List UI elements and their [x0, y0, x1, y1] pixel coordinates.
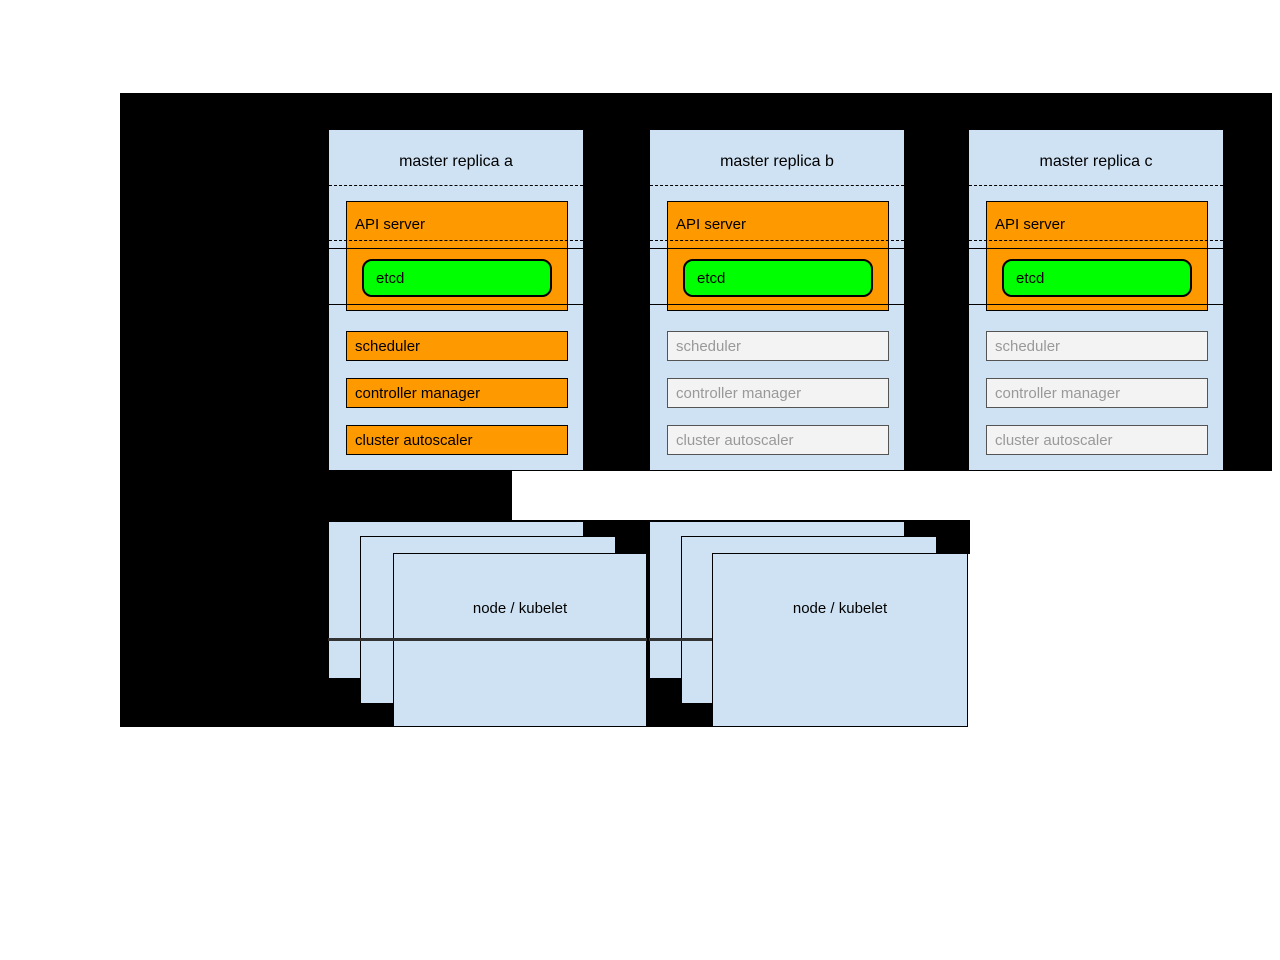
node-kubelet-label: node / kubelet [792, 600, 888, 617]
master-replica-c-title: master replica c [1039, 153, 1153, 170]
node-stack1-divider-line [328, 638, 647, 641]
etcd-label: etcd [697, 269, 726, 287]
load-balanced-zone-dashed-line [969, 240, 1223, 241]
node-kubelet-label: node / kubelet [472, 600, 568, 617]
master-replica-c: master replica c API server etcd schedul… [968, 129, 1224, 471]
cluster-autoscaler-box-inactive: cluster autoscaler [667, 425, 889, 455]
scheduler-label: scheduler [676, 337, 742, 355]
node-stack2-divider-line [649, 638, 712, 641]
quorum-zone-top-line [650, 248, 904, 249]
etcd-box: etcd [362, 259, 552, 297]
cluster-autoscaler-label: cluster autoscaler [995, 431, 1113, 449]
cluster-autoscaler-box-inactive: cluster autoscaler [986, 425, 1208, 455]
api-server-box: API server etcd [667, 201, 889, 311]
quorum-zone-bottom-line [650, 304, 904, 305]
background-black-left-strip [120, 471, 512, 520]
load-balanced-zone-dashed-line [329, 185, 583, 186]
cluster-autoscaler-box: cluster autoscaler [346, 425, 568, 455]
scheduler-box-inactive: scheduler [667, 331, 889, 361]
master-replica-b: master replica b API server etcd schedul… [649, 129, 905, 471]
load-balanced-zone-dashed-line [969, 185, 1223, 186]
scheduler-label: scheduler [995, 337, 1061, 355]
api-server-box: API server etcd [986, 201, 1208, 311]
controller-manager-label: controller manager [676, 384, 802, 402]
master-replica-a-title: master replica a [399, 153, 513, 170]
load-balanced-zone-dashed-line [329, 240, 583, 241]
quorum-zone-bottom-line [969, 304, 1223, 305]
api-server-box: API server etcd [346, 201, 568, 311]
etcd-box: etcd [1002, 259, 1192, 297]
etcd-label: etcd [1016, 269, 1045, 287]
etcd-label: etcd [376, 269, 405, 287]
api-server-label: API server [995, 216, 1066, 233]
cluster-autoscaler-label: cluster autoscaler [355, 431, 473, 449]
master-replica-a: master replica a API server etcd schedul… [328, 129, 584, 471]
load-balanced-zone-dashed-line [650, 240, 904, 241]
scheduler-box: scheduler [346, 331, 568, 361]
controller-manager-label: controller manager [355, 384, 481, 402]
controller-manager-label: controller manager [995, 384, 1121, 402]
controller-manager-box-inactive: controller manager [667, 378, 889, 408]
node-stack2-front-box: node / kubelet [712, 553, 968, 727]
scheduler-label: scheduler [355, 337, 421, 355]
load-balanced-zone-dashed-line [650, 185, 904, 186]
controller-manager-box-inactive: controller manager [986, 378, 1208, 408]
controller-manager-box: controller manager [346, 378, 568, 408]
scheduler-box-inactive: scheduler [986, 331, 1208, 361]
cluster-autoscaler-label: cluster autoscaler [676, 431, 794, 449]
master-replica-b-title: master replica b [720, 153, 834, 170]
quorum-zone-top-line [969, 248, 1223, 249]
etcd-box: etcd [683, 259, 873, 297]
quorum-zone-top-line [329, 248, 583, 249]
api-server-label: API server [355, 216, 426, 233]
api-server-label: API server [676, 216, 747, 233]
quorum-zone-bottom-line [329, 304, 583, 305]
